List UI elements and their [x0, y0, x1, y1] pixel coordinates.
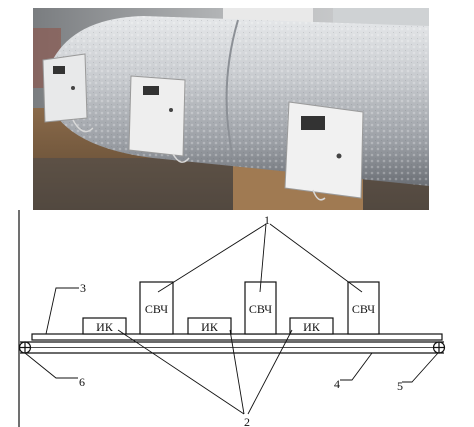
- callout-5: 5: [397, 379, 403, 393]
- callout-2: 2: [244, 415, 250, 427]
- svch-block-3: [347, 281, 380, 335]
- ik-label-3: ИК: [303, 320, 321, 334]
- callout-1: 1: [264, 213, 270, 227]
- callout-4: 4: [334, 377, 340, 391]
- control-box-middle: [128, 75, 186, 157]
- leader-line-5: [402, 352, 439, 383]
- svch-block-1: [139, 281, 174, 335]
- leader-lines-2: [117, 329, 293, 415]
- ik-block-2: [187, 317, 232, 335]
- ik-label-1: ИК: [96, 320, 114, 334]
- control-box-right: [284, 101, 364, 199]
- leader-line-4: [340, 352, 373, 381]
- svch-label-1: СВЧ: [145, 302, 168, 316]
- right-bearing: [432, 341, 446, 354]
- equipment-photo: [33, 8, 429, 210]
- control-box-left: [42, 53, 88, 123]
- ik-label-2: ИК: [201, 320, 219, 334]
- svch-label-3: СВЧ: [352, 302, 375, 316]
- ik-block-3: [289, 317, 334, 335]
- leader-lines-1: [157, 223, 363, 293]
- callout-3: 3: [80, 281, 86, 295]
- base-plate: [31, 333, 443, 341]
- left-bearing: [18, 341, 32, 354]
- svch-label-2: СВЧ: [249, 302, 272, 316]
- leader-line-6: [24, 352, 78, 379]
- callout-6: 6: [79, 375, 85, 389]
- schematic-diagram: СВЧ СВЧ СВЧ ИК ИК ИК 1 2 3 4 5 6: [18, 210, 446, 427]
- ik-block-1: [82, 317, 127, 335]
- leader-line-3: [45, 287, 79, 335]
